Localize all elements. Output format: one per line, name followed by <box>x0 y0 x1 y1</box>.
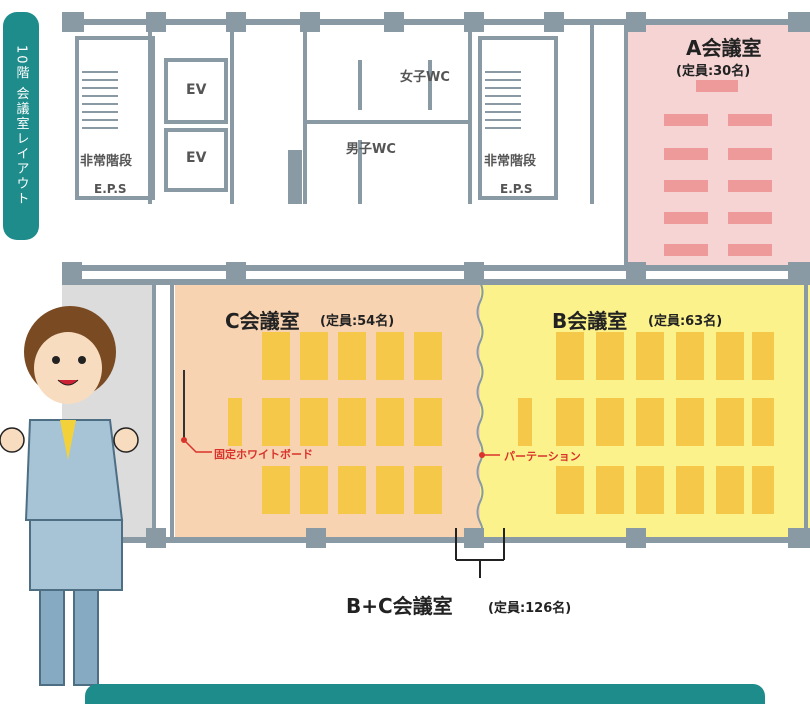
eps-right-label: E.P.S <box>500 182 533 196</box>
whiteboard-annotation: 固定ホワイトボード <box>214 448 313 461</box>
stairs-left-label: 非常階段 <box>80 154 133 169</box>
room-b-title: B会議室 <box>552 309 628 333</box>
eps-left-label: E.P.S <box>94 182 127 196</box>
ev-label-1: EV <box>186 82 207 98</box>
room-a-area <box>626 22 810 268</box>
room-c-title: C会議室 <box>225 309 300 333</box>
womens-wc-label: 女子WC <box>400 70 450 85</box>
room-a-tables <box>664 80 772 256</box>
room-a-capacity: (定員:30名) <box>676 64 751 79</box>
presenter-illustration <box>0 306 139 686</box>
room-b-capacity: (定員:63名) <box>648 314 723 329</box>
bc-bracket <box>455 528 505 578</box>
partition-annotation: パーテーション <box>504 450 581 463</box>
room-c-capacity: (定員:54名) <box>320 314 395 329</box>
room-b-tables <box>518 332 774 514</box>
floor-layout-label: 10階 会議室レイアウト <box>3 12 39 240</box>
room-bc-title: B+C会議室 <box>346 594 453 618</box>
bottom-banner <box>85 684 765 704</box>
partition-line <box>476 281 484 541</box>
mens-wc-label: 男子WC <box>346 142 396 157</box>
room-bc-capacity: (定員:126名) <box>488 601 572 616</box>
room-c-tables <box>228 332 442 514</box>
room-a-title: A会議室 <box>686 36 762 60</box>
ev-label-2: EV <box>186 150 207 166</box>
stairs-right-label: 非常階段 <box>484 154 537 169</box>
